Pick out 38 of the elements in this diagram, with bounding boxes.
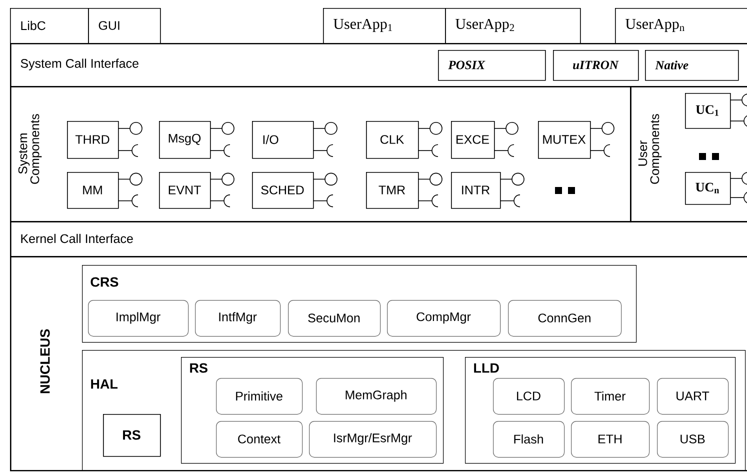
- component-box: THRD: [67, 121, 142, 159]
- api-box: uITRON: [553, 50, 639, 81]
- module-item-box: UART: [657, 378, 729, 415]
- module-item-box: Primitive: [216, 378, 303, 415]
- module-item-box: LCD: [493, 378, 565, 415]
- module-item-box: ETH: [571, 420, 650, 458]
- interface-band: Kernel Call Interface: [10, 220, 747, 258]
- application-box: UserApp$_{n}$: [615, 8, 747, 44]
- module-item-box: Flash: [493, 420, 565, 458]
- library-box: LibC: [10, 8, 89, 44]
- component-box: MM: [67, 172, 142, 209]
- module-item-box: Context: [216, 420, 303, 458]
- module-item-box: ConnGen: [508, 300, 622, 337]
- application-box: UserApp$_{2}$: [445, 8, 581, 44]
- component-box: TMR: [366, 172, 442, 209]
- component-box: EXCE: [451, 121, 518, 159]
- module-item-box: ImplMgr: [88, 300, 189, 337]
- library-box: GUI: [88, 8, 161, 44]
- component-box: MsgQ: [159, 121, 234, 159]
- component-box: SCHED: [252, 172, 338, 209]
- component-box: MUTEX: [538, 121, 614, 159]
- component-box: EVNT: [159, 172, 234, 209]
- module-item-box: USB: [657, 420, 729, 458]
- module-item-box: CompMgr: [387, 300, 501, 337]
- module-item-box: IsrMgr/EsrMgr: [309, 420, 437, 458]
- api-box: Native: [645, 50, 739, 81]
- component-box: INTR: [451, 172, 524, 209]
- component-box: I/O: [252, 121, 338, 159]
- api-box: POSIX: [438, 50, 546, 81]
- module-item-box: MemGraph: [316, 378, 437, 415]
- application-box: UserApp$_{1}$: [323, 8, 446, 44]
- component-box: CLK: [366, 121, 442, 159]
- module-item-box: Timer: [571, 378, 650, 415]
- component-box: UC$_{n}$: [685, 172, 747, 205]
- module-box: RS: [103, 414, 161, 457]
- component-box: UC$_{1}$: [685, 93, 747, 129]
- module-item-box: SecuMon: [288, 300, 381, 337]
- module-item-box: IntfMgr: [195, 300, 281, 337]
